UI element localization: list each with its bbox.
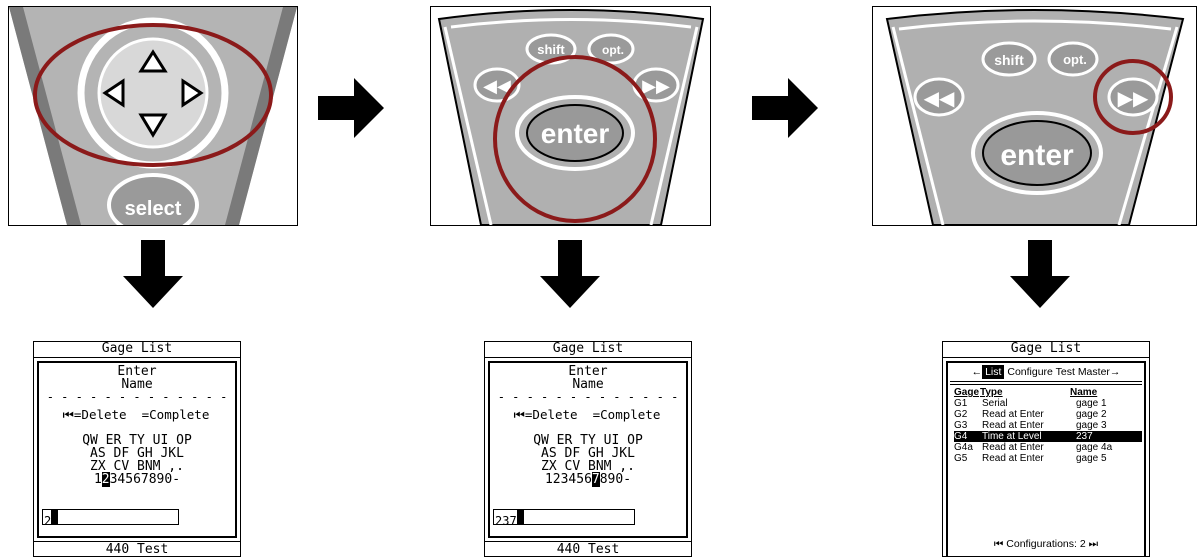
arrow-left-icon	[102, 78, 125, 108]
keyboard-row-3: ZX CV BNM ,.	[541, 459, 635, 474]
enter-key-label: enter	[541, 118, 610, 149]
selected-key: 7	[591, 472, 600, 487]
fast-forward-icon: ▶▶	[1118, 86, 1149, 110]
highlight-ellipse	[33, 23, 273, 167]
down-arrow-2	[540, 240, 600, 312]
remote-enter-photo: shift opt. ◀◀ ▶▶ enter	[430, 6, 711, 226]
screen-footer: 440 Test	[485, 541, 691, 557]
tab-configure[interactable]: Configure	[1007, 366, 1053, 378]
screen-footer: 440 Test	[34, 541, 240, 557]
arrow-down-icon	[138, 113, 168, 138]
configurations-indicator: ⏮ Configurations: 2 ⏭	[993, 538, 1099, 550]
keyboard-row-1: QW ER TY UI OP	[533, 433, 643, 448]
shift-key-label: shift	[994, 52, 1024, 68]
opt-key-label: opt.	[1063, 52, 1087, 67]
entry-field[interactable]: 2	[42, 509, 179, 528]
screen-panel: Enter Name - - - - - - - - - - - - - ⏮=D…	[488, 361, 688, 538]
prompt-line-2: Name	[121, 377, 153, 392]
keyboard-row-2: AS DF GH JKL	[541, 446, 635, 461]
screen-title: Gage List	[34, 342, 240, 358]
delete-complete-hint: ⏮=Delete =Complete	[62, 407, 210, 422]
dashed-separator: - - - - - - - - - - - - -	[46, 390, 228, 404]
rewind-icon: ⏮	[993, 538, 1004, 550]
screen-panel: Enter Name - - - - - - - - - - - - - ⏮=D…	[37, 361, 237, 538]
down-arrow-1	[123, 240, 183, 312]
lcd-screen-gage-list: Gage List ←List Configure Test Master→ G…	[942, 341, 1150, 557]
keyboard-row-1: QW ER TY UI OP	[82, 433, 192, 448]
right-arrow-1	[318, 78, 384, 142]
entry-text: 237	[495, 514, 517, 528]
select-key-label: select	[125, 198, 182, 220]
screen-title: Gage List	[485, 342, 691, 358]
shift-key-label: shift	[537, 42, 565, 57]
tab-right-arrow-icon: →	[1109, 366, 1121, 378]
right-arrow-2	[752, 78, 818, 142]
selected-key: 2	[101, 472, 110, 487]
rewind-icon: ◀◀	[483, 76, 511, 97]
entry-field[interactable]: 237	[493, 509, 635, 528]
tab-underline	[950, 381, 1142, 385]
tab-left-arrow-icon: ←	[971, 366, 983, 378]
dashed-separator: - - - - - - - - - - - - -	[497, 390, 679, 404]
fast-forward-icon: ▶▶	[642, 76, 670, 97]
highlight-ellipse	[1093, 59, 1173, 135]
keyboard-row-3: ZX CV BNM ,.	[90, 459, 184, 474]
keyboard-row-2: AS DF GH JKL	[90, 446, 184, 461]
prompt-line-1: Enter	[568, 364, 608, 379]
prompt-line-2: Name	[572, 377, 604, 392]
highlight-ellipse	[493, 55, 657, 223]
remote-forward-photo: shift opt. ◀◀ ▶▶ enter	[872, 6, 1197, 226]
header-gage: Gage	[954, 387, 980, 398]
arrow-up-icon	[138, 49, 168, 73]
remote-dpad-photo: select	[8, 6, 298, 226]
table-header: Gage Type Name	[954, 387, 1144, 398]
cursor-block	[51, 510, 59, 524]
header-type: Type	[980, 387, 1003, 398]
rewind-icon: ⏮	[513, 407, 525, 422]
rewind-icon: ◀◀	[924, 86, 955, 110]
screen-title: Gage List	[943, 342, 1149, 358]
tab-bar: ←List Configure Test Master→	[948, 365, 1144, 380]
tab-test[interactable]: Test	[1055, 366, 1075, 378]
enter-key-label: enter	[1000, 139, 1074, 172]
keyboard-row-4: 1234567890-	[93, 472, 181, 487]
rewind-icon: ⏮	[62, 407, 74, 422]
cursor-block	[516, 510, 524, 524]
entry-text: 2	[44, 514, 52, 528]
header-name: Name	[1070, 387, 1098, 398]
lcd-screen-enter-name-2: Gage List Enter Name - - - - - - - - - -…	[484, 341, 692, 557]
tab-list[interactable]: List	[982, 365, 1005, 379]
lcd-screen-enter-name-1: Gage List Enter Name - - - - - - - - - -…	[33, 341, 241, 557]
delete-complete-hint: ⏮=Delete =Complete	[513, 407, 661, 422]
fast-forward-icon: ⏭	[1088, 538, 1099, 550]
opt-key-label: opt.	[602, 43, 624, 57]
arrow-right-icon	[181, 78, 204, 108]
screen-panel: ←List Configure Test Master→ Gage Type N…	[946, 361, 1146, 557]
keyboard-row-4: 1234567890-	[544, 472, 632, 487]
down-arrow-3	[1010, 240, 1070, 312]
prompt-line-1: Enter	[117, 364, 157, 379]
tab-master[interactable]: Master	[1077, 366, 1110, 378]
